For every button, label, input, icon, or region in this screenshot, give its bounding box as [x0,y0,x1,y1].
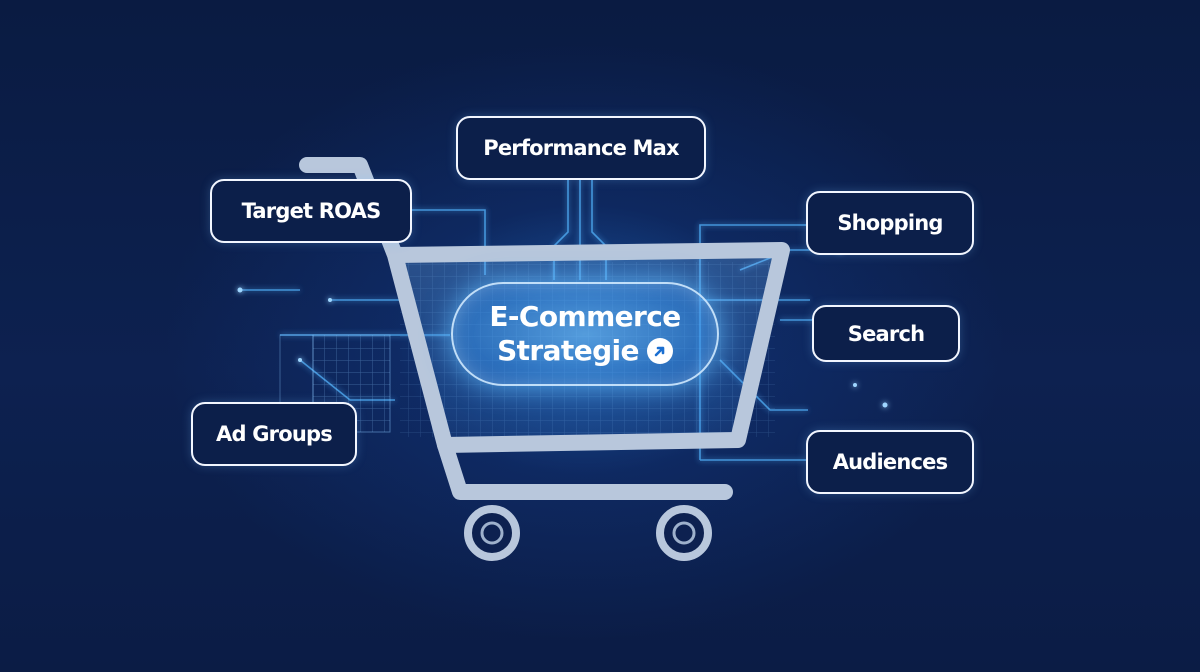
center-title: E-Commerce Strategie [451,282,719,386]
center-title-line1: E-Commerce [489,300,681,333]
center-title-line2-wrap: Strategie [497,334,673,368]
tag-audiences: Audiences [806,430,974,494]
tag-search: Search [812,305,960,362]
tag-shopping: Shopping [806,191,974,255]
arrow-up-right-icon [646,338,673,364]
tag-target-roas: Target ROAS [210,179,412,243]
center-title-line2: Strategie [497,334,639,367]
tag-ad-groups: Ad Groups [191,402,357,466]
tag-performance-max: Performance Max [456,116,706,180]
